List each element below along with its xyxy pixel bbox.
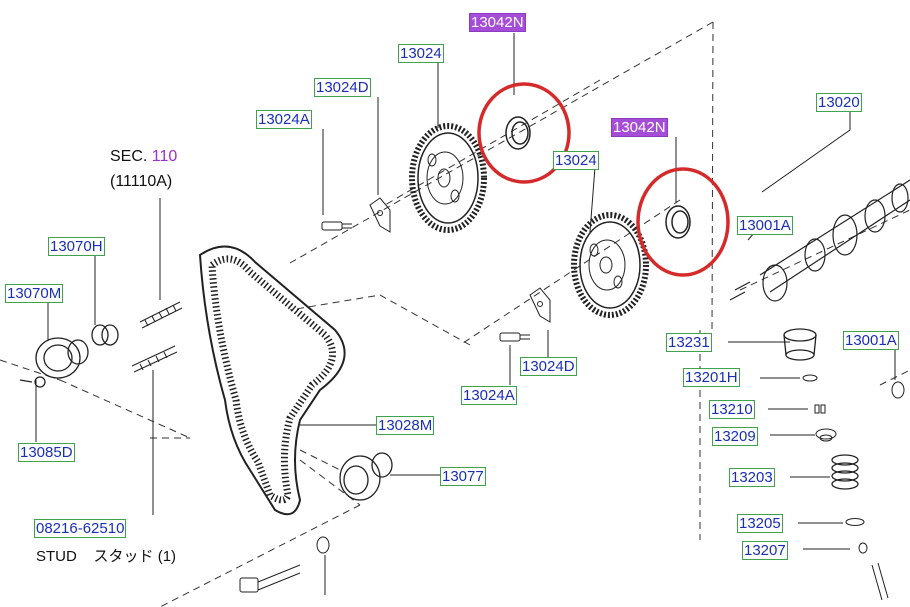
part-label-13210[interactable]: 13210 — [709, 400, 755, 419]
section-number-link[interactable]: 110 — [151, 148, 178, 165]
part-label-13070H[interactable]: 13070H — [48, 237, 105, 256]
highlight-circles — [477, 82, 730, 277]
section-reference: SEC. 110 — [110, 148, 177, 166]
washer — [316, 536, 330, 554]
stud-note: STUD スタッド (1) — [36, 545, 176, 566]
section-prefix: SEC. — [110, 148, 148, 165]
bolt-mid — [499, 332, 530, 342]
part-label-13205[interactable]: 13205 — [737, 514, 783, 533]
valve-collet — [814, 404, 826, 414]
spring-seat — [845, 518, 865, 526]
stud-upper — [139, 301, 183, 329]
part-label-13201H[interactable]: 13201H — [683, 368, 740, 387]
part-label-13024-top[interactable]: 13024 — [398, 44, 444, 63]
highlight-circle-right — [636, 167, 730, 277]
part-label-13042N-top[interactable]: 13042N — [469, 13, 526, 32]
part-label-13024-mid[interactable]: 13024 — [553, 151, 599, 170]
camshaft-sprocket-top — [409, 123, 487, 233]
stud-qty: (1) — [157, 548, 177, 565]
tensioner-spring — [91, 324, 119, 346]
part-label-13024D-mid[interactable]: 13024D — [520, 357, 577, 376]
stud-jp-name: スタッド — [93, 548, 154, 565]
part-label-13209[interactable]: 13209 — [712, 427, 758, 446]
tensioner — [19, 337, 89, 388]
part-label-13085D[interactable]: 13085D — [18, 443, 75, 462]
part-label-13024A-top[interactable]: 13024A — [256, 110, 312, 129]
part-label-08216-62510[interactable]: 08216-62510 — [34, 519, 127, 538]
key-top — [369, 197, 391, 233]
part-label-13024D-top[interactable]: 13024D — [314, 78, 371, 97]
key-mid — [529, 287, 551, 323]
valve-spring — [831, 454, 859, 490]
stud-lower — [131, 345, 178, 373]
highlight-circle-top — [477, 82, 571, 184]
part-label-13070M[interactable]: 13070M — [5, 284, 64, 303]
camshaft — [729, 179, 910, 302]
part-label-13028M[interactable]: 13028M — [376, 416, 435, 435]
part-label-13001A-right[interactable]: 13001A — [843, 331, 899, 350]
part-label-13203[interactable]: 13203 — [729, 468, 775, 487]
camshaft-sprocket-mid — [571, 212, 649, 318]
oil-seal-right — [665, 205, 691, 239]
camshaft-plug-right — [891, 381, 905, 399]
part-label-13024A-mid[interactable]: 13024A — [461, 386, 517, 405]
part-label-13231[interactable]: 13231 — [666, 333, 712, 352]
idler-bolt — [239, 564, 301, 593]
idler-pulley — [339, 452, 393, 501]
oil-seal-top — [505, 116, 531, 150]
bolt-top — [321, 221, 352, 231]
section-ref-code: (11110A) — [110, 173, 173, 190]
shim — [802, 374, 818, 382]
valve-lifter — [783, 328, 817, 361]
part-label-13077[interactable]: 13077 — [440, 467, 486, 486]
spring-retainer — [815, 428, 837, 442]
timing-belt — [198, 245, 346, 516]
part-label-13207[interactable]: 13207 — [742, 541, 788, 560]
part-label-13001A[interactable]: 13001A — [737, 216, 793, 235]
part-label-13042N-right[interactable]: 13042N — [611, 118, 668, 137]
stud-name: STUD — [36, 548, 77, 565]
part-label-13020[interactable]: 13020 — [816, 93, 862, 112]
valve-stem — [858, 542, 889, 601]
